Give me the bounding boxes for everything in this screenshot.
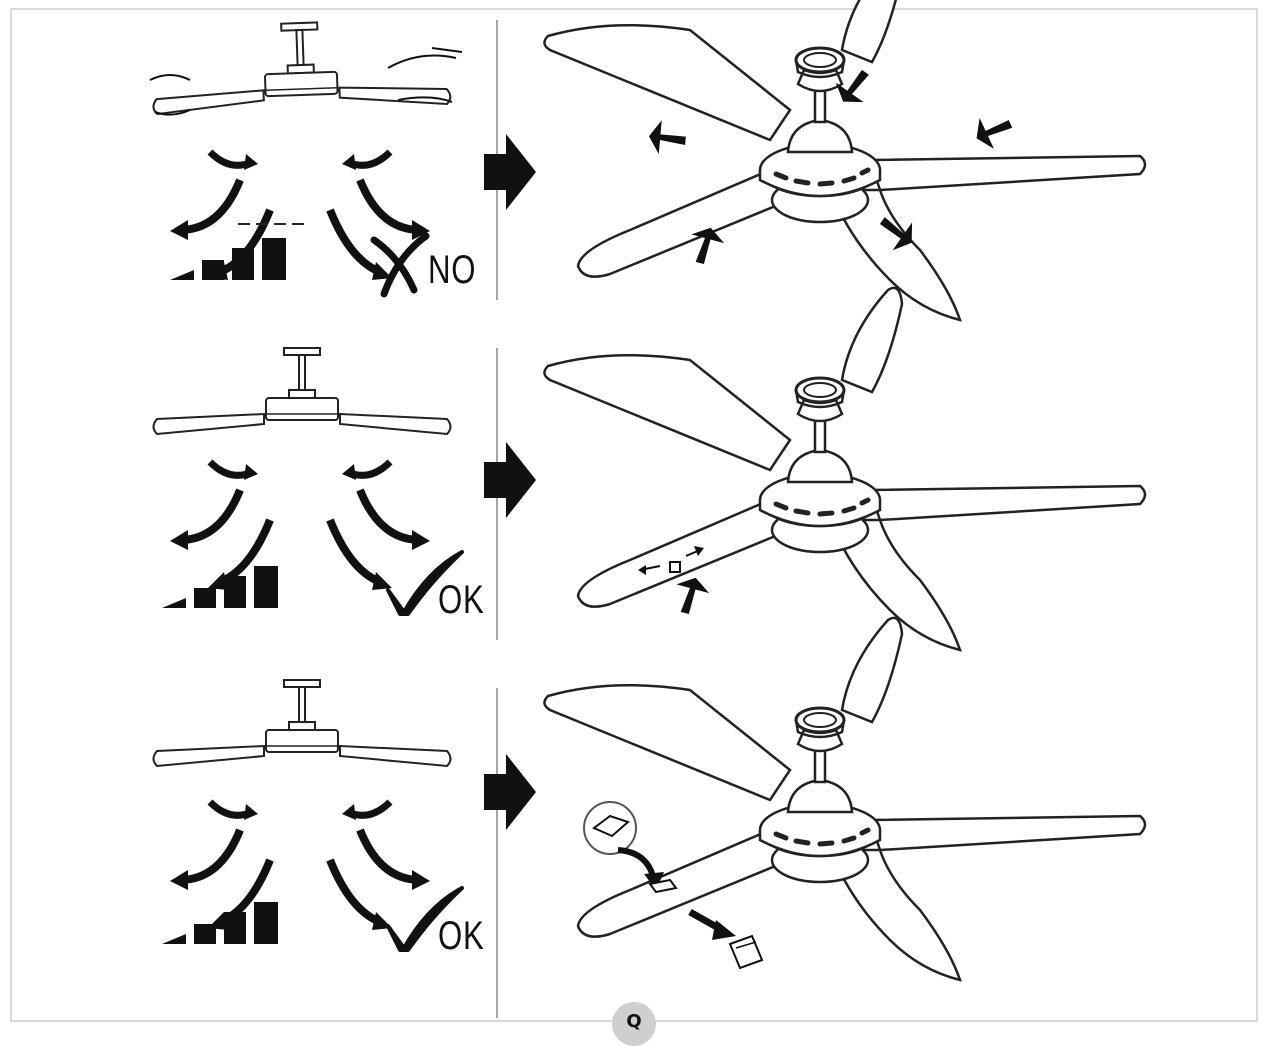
page-label: Q [626, 1011, 642, 1032]
airflow-arrows-icon [170, 462, 430, 590]
verdict-label-no: NO [428, 248, 477, 292]
pointer-arrow-icon [971, 110, 1015, 153]
verdict-label-ok-2: OK [438, 914, 485, 958]
cross-mark-icon [370, 232, 430, 298]
row-balancing-weight [152, 618, 1146, 980]
ceiling-fan-icon [544, 0, 1145, 320]
wobble-lines [149, 47, 463, 116]
verdict-label-ok-1: OK [438, 578, 485, 622]
ceiling-fan-icon [152, 347, 452, 435]
right-arrow-icon [484, 134, 536, 210]
airflow-arrows-icon [170, 802, 430, 930]
ceiling-fan-icon [544, 618, 1145, 980]
balancing-clip-icon [638, 546, 714, 618]
row-balancing-clip [152, 288, 1146, 650]
speed-bars-icon [170, 238, 286, 280]
ceiling-fan-icon [544, 288, 1145, 650]
right-arrow-icon [484, 754, 536, 830]
check-mark-icon [386, 550, 464, 616]
page-label-badge: Q [612, 1002, 656, 1046]
row-unbalanced [149, 0, 1145, 320]
right-arrow-icon [484, 442, 536, 518]
balancing-weight-icon [583, 801, 764, 970]
pointer-arrow-icon [643, 115, 690, 162]
pointer-arrow-icon [834, 68, 874, 107]
check-mark-icon [386, 886, 464, 952]
ceiling-fan-icon [152, 679, 452, 767]
pointer-arrow-icon [667, 572, 714, 618]
